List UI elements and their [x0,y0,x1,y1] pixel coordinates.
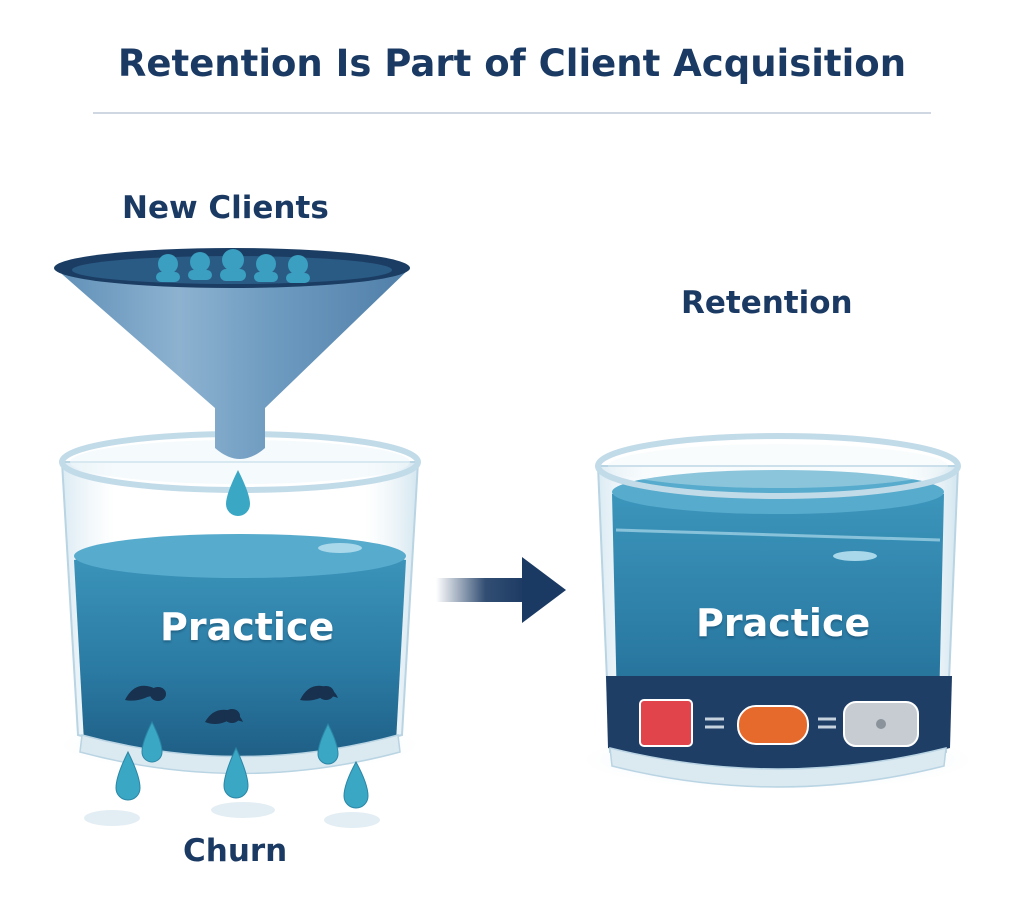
left-bucket-label: Practice [160,605,335,649]
person-icon [156,249,310,283]
left-bucket-rim-inner [70,440,410,484]
water-drop-icon [223,746,249,799]
left-bucket-water [74,544,406,756]
churn-drops [115,720,369,809]
water-drop-icon [343,760,369,809]
left-water-surface [74,534,406,578]
churn-label: Churn [183,833,288,869]
equals-icon [705,717,836,729]
retention-label: Retention [681,285,853,321]
funnel-icon [54,248,410,516]
right-bucket-rim-inner [608,444,948,488]
churn-puddles [84,802,380,828]
right-bucket-label: Practice [696,601,871,645]
left-water-highlight [318,543,362,553]
water-drop-icon [317,722,339,765]
water-drop-icon [115,750,141,801]
page-title: Retention Is Part of Client Acquisition [117,42,907,85]
arrow-right-icon [436,557,566,623]
right-bucket [582,433,974,790]
left-bucket-base [79,734,401,775]
right-bucket-rim [595,433,961,499]
new-clients-label: New Clients [122,190,329,226]
title-divider [93,112,931,114]
funnel-cone [55,268,410,459]
right-water-line [615,528,941,542]
hole-icon [125,685,338,724]
right-water-highlight [833,551,877,561]
right-bucket-base [609,747,947,788]
right-water-surface [612,470,944,514]
water-drop-icon [141,720,163,763]
water-drop-icon [226,470,250,516]
retention-block-icon [639,699,919,747]
